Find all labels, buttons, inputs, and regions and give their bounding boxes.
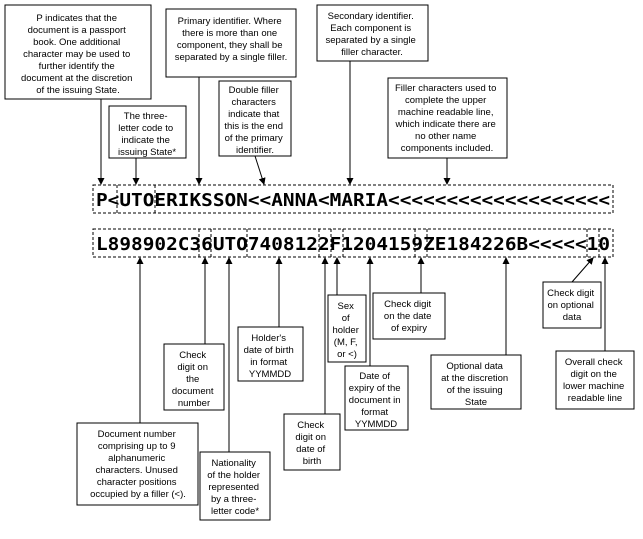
callout-check-expiry: Check digit on the date of expiry	[372, 257, 446, 340]
callout-text: Double filler characters indicate that t…	[224, 85, 285, 156]
callout-text: The three- letter code to indicate the i…	[118, 111, 176, 158]
callout-box	[4, 4, 152, 100]
callout-expiry-date: Date of expiry of the document in format…	[344, 257, 409, 431]
mrz-line-2-text: L898902C36UTO7408122F1204159ZE184226B<<<…	[96, 234, 610, 255]
callout-optional-data: Optional data at the discretion of the i…	[430, 257, 522, 410]
callout-box	[165, 8, 297, 78]
callout-text: Optional data at the discretion of the i…	[441, 361, 511, 408]
mrz-line-2-frame	[92, 228, 614, 258]
callout-box	[430, 354, 522, 410]
callout-birth-date: Holder's date of birth in format YYMMDD	[237, 257, 304, 382]
callout-issuing-state: The three- letter code to indicate the i…	[108, 105, 187, 185]
callout-text: Nationality of the holder represented by…	[207, 458, 262, 517]
callout-box	[76, 422, 199, 506]
callout-document-number: Document number comprising up to 9 alpha…	[76, 257, 199, 506]
callout-text: Sex of holder (M, F, or <)	[332, 301, 361, 360]
callout-arrow	[254, 155, 266, 185]
callout-text: Primary identifier. Where there is more …	[175, 16, 287, 63]
callout-box	[218, 80, 292, 157]
callout-nationality: Nationality of the holder represented by…	[199, 257, 271, 521]
callout-box	[237, 326, 304, 382]
callout-box	[316, 4, 429, 62]
callout-secondary-identifier: Secondary identifier. Each component is …	[316, 4, 429, 185]
callout-text: Overall check digit on the lower machine…	[563, 357, 627, 404]
callout-box	[372, 292, 446, 340]
mrz-line-1-frame	[92, 184, 614, 214]
callout-box	[283, 413, 341, 471]
callout-text: P indicates that the document is a passp…	[21, 13, 135, 96]
callout-box	[555, 350, 635, 410]
callout-text: Check digit on optional data	[547, 288, 597, 323]
callout-filler-characters: Filler characters used to complete the u…	[387, 77, 508, 185]
callout-primary-identifier: Primary identifier. Where there is more …	[165, 8, 297, 185]
callout-overall-check: Overall check digit on the lower machine…	[555, 257, 635, 410]
callout-text: Filler characters used to complete the u…	[395, 83, 500, 154]
mrz-line-1: P<UTOERIKSSON<<ANNA<MARIA<<<<<<<<<<<<<<<…	[92, 184, 614, 214]
callout-box	[327, 294, 367, 363]
callout-text: Document number comprising up to 9 alpha…	[90, 429, 186, 500]
callout-check-optional: Check digit on optional data	[542, 257, 602, 329]
callout-text: Date of expiry of the document in format…	[349, 371, 403, 430]
callout-arrow	[571, 257, 594, 283]
callout-text: Secondary identifier. Each component is …	[326, 11, 419, 58]
callout-box	[199, 451, 271, 521]
callout-check-document-number: Check digit on the document number	[163, 257, 225, 411]
callout-box	[163, 343, 225, 411]
callout-box	[108, 105, 187, 159]
callout-double-filler: Double filler characters indicate that t…	[218, 80, 292, 185]
callout-text: Holder's date of birth in format YYMMDD	[244, 333, 297, 380]
callout-text: Check digit on the document number	[172, 350, 216, 409]
callout-document-type: P indicates that the document is a passp…	[4, 4, 152, 185]
callout-box	[344, 365, 409, 431]
callout-text: Check digit on date of birth	[295, 420, 328, 467]
mrz-line-2: L898902C36UTO7408122F1204159ZE184226B<<<…	[92, 228, 614, 258]
callout-check-birth: Check digit on date of birth	[283, 257, 341, 471]
callout-text: Check digit on the date of expiry	[384, 299, 434, 334]
callout-sex: Sex of holder (M, F, or <)	[327, 257, 367, 363]
mrz-line-1-text: P<UTOERIKSSON<<ANNA<MARIA<<<<<<<<<<<<<<<…	[96, 190, 610, 211]
